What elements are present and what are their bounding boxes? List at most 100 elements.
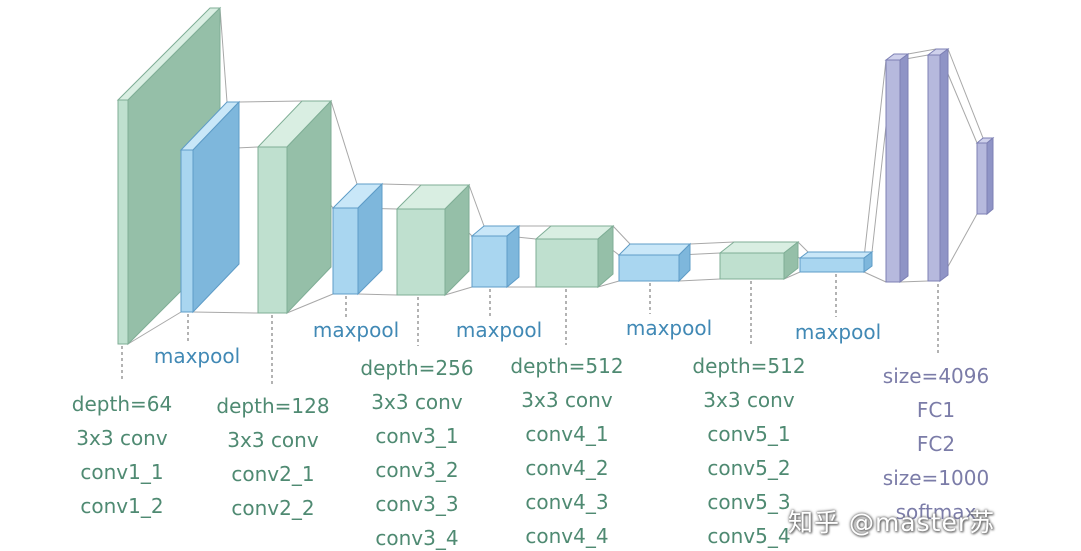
- conv3-block-front: [396, 208, 446, 296]
- conv4-layer-1: conv4_1: [525, 422, 609, 446]
- watermark: 知乎 @master苏: [788, 508, 996, 537]
- conv2-layer-1: conv2_1: [231, 462, 315, 486]
- fc1-block-side: [899, 53, 909, 283]
- conv1-layer-1: conv1_1: [80, 460, 164, 484]
- conv3-depth: depth=256: [360, 356, 474, 380]
- fc1-block-front: [885, 59, 901, 283]
- fc-size-1000: size=1000: [882, 466, 990, 490]
- maxpool-label-5: maxpool: [794, 320, 882, 344]
- connector-line: [783, 271, 801, 280]
- pool3-block-side: [506, 224, 520, 289]
- connector-line: [863, 59, 887, 259]
- leader-lines: [121, 274, 939, 384]
- conv3-layer-3: conv3_3: [375, 492, 459, 516]
- fc2-label: FC2: [916, 432, 956, 456]
- conv1-layer-2: conv1_2: [80, 494, 164, 518]
- layer-blocks: [116, 6, 995, 346]
- pool1-block: [179, 100, 241, 314]
- connector-line: [219, 7, 228, 103]
- conv2-layer-2: conv2_2: [231, 496, 315, 520]
- fc-group: size=4096 FC1 FC2 size=1000 softmax: [883, 359, 989, 529]
- conv4-depth: depth=512: [510, 354, 624, 378]
- conv5-block-front: [719, 252, 785, 280]
- connector-line: [863, 271, 887, 283]
- conv3-layer-2: conv3_2: [375, 458, 459, 482]
- pool5-block-top: [798, 251, 874, 259]
- connector-line: [899, 280, 929, 283]
- conv2-depth: depth=128: [216, 394, 330, 418]
- conv4-layer-4: conv4_4: [525, 524, 609, 548]
- conv-group-3: depth=256 3x3 conv conv3_1 conv3_2 conv3…: [360, 351, 473, 551]
- fc2-block-side: [939, 48, 949, 282]
- conv1-kernel: 3x3 conv: [76, 426, 168, 450]
- connector-line: [357, 293, 398, 296]
- conv5-layer-3: conv5_3: [707, 490, 791, 514]
- conv3-layer-4: conv3_4: [375, 526, 459, 550]
- pool4-block: [617, 242, 692, 283]
- fc1-block: [884, 53, 910, 283]
- conv4-block: [534, 224, 615, 289]
- conv1-depth: depth=64: [71, 392, 173, 416]
- fc2-block-front: [927, 54, 941, 282]
- pool3-block-front: [471, 235, 508, 288]
- pool5-block-front: [799, 257, 865, 273]
- maxpool-label-4: maxpool: [625, 316, 713, 340]
- connector-line: [797, 241, 809, 253]
- connector-lines: [127, 7, 984, 345]
- connector-line: [689, 241, 735, 245]
- conv3-block: [395, 183, 471, 297]
- connector-line: [286, 293, 334, 314]
- conv5-layer-4: conv5_4: [707, 524, 791, 548]
- conv4-layer-3: conv4_3: [525, 490, 609, 514]
- connector-line: [381, 183, 422, 186]
- connector-line: [330, 100, 358, 185]
- pool3-block: [470, 224, 521, 289]
- fc3-block: [975, 136, 995, 216]
- connector-line: [444, 286, 473, 296]
- connector-line: [907, 48, 937, 55]
- conv2-block: [256, 99, 333, 315]
- conv2-kernel: 3x3 conv: [227, 428, 319, 452]
- conv5-block: [718, 240, 800, 281]
- conv-group-4: depth=512 3x3 conv conv4_1 conv4_2 conv4…: [510, 349, 623, 551]
- maxpool-label-2: maxpool: [312, 318, 400, 342]
- fc3-block-front: [976, 142, 988, 215]
- pool5-block: [798, 251, 874, 273]
- conv1-block-front: [117, 99, 129, 345]
- pool1-block-front: [180, 149, 194, 313]
- conv5-kernel: 3x3 conv: [703, 388, 795, 412]
- fc2-block: [926, 48, 950, 282]
- connector-line: [947, 48, 984, 139]
- pool2-block: [331, 182, 384, 296]
- maxpool-label-3: maxpool: [455, 318, 543, 342]
- connector-line: [127, 311, 182, 345]
- connector-line: [238, 100, 303, 103]
- connector-line: [192, 311, 259, 314]
- pool4-block-front: [618, 254, 680, 282]
- conv5-layer-1: conv5_1: [707, 422, 791, 446]
- conv5-layer-2: conv5_2: [707, 456, 791, 480]
- conv3-layer-1: conv3_1: [375, 424, 459, 448]
- softmax-label: softmax: [895, 500, 977, 524]
- maxpool-label-1: maxpool: [153, 344, 241, 368]
- pool4-block-top: [617, 243, 692, 256]
- connector-line: [612, 225, 631, 245]
- conv5-depth: depth=512: [692, 354, 806, 378]
- conv-group-5: depth=512 3x3 conv conv5_1 conv5_2 conv5…: [692, 349, 805, 551]
- conv-group-1: depth=64 3x3 conv conv1_1 conv1_2: [72, 387, 172, 523]
- conv-group-2: depth=128 3x3 conv conv2_1 conv2_2: [216, 389, 329, 525]
- conv4-kernel: 3x3 conv: [521, 388, 613, 412]
- connector-line: [597, 280, 620, 288]
- fc3-block-side: [986, 136, 994, 216]
- connector-line: [468, 184, 485, 227]
- conv2-block-front: [257, 146, 288, 314]
- pool2-block-front: [332, 207, 359, 295]
- connector-line: [678, 278, 721, 282]
- fc-size-4096: size=4096: [882, 364, 990, 388]
- fc1-label: FC1: [916, 398, 956, 422]
- conv4-block-front: [535, 238, 599, 288]
- conv3-kernel: 3x3 conv: [371, 390, 463, 414]
- conv4-layer-2: conv4_2: [525, 456, 609, 480]
